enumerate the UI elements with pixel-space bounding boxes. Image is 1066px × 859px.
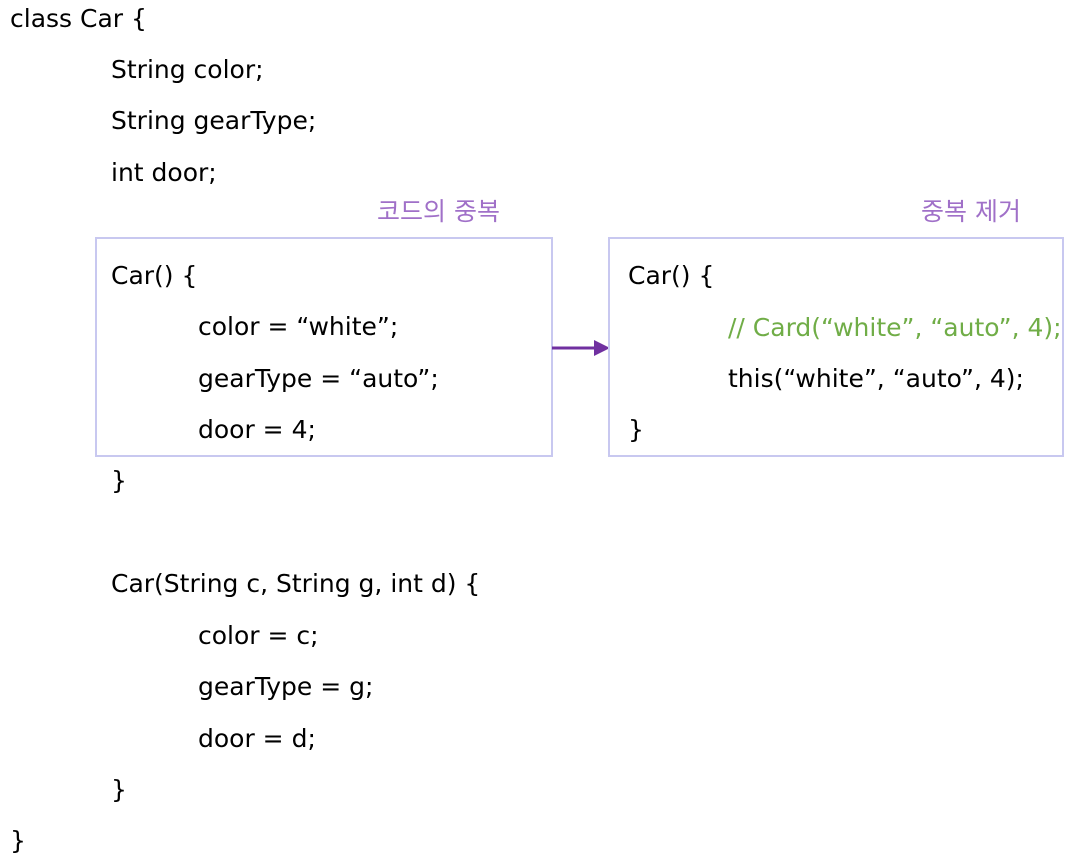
ctor1-door-assign: door = 4; <box>198 415 316 444</box>
ctor1-close: } <box>111 466 127 495</box>
refactored-open: Car() { <box>628 261 715 290</box>
field-door: int door; <box>111 158 217 187</box>
refactor-arrow-icon <box>552 340 610 356</box>
ctor2-close: } <box>111 775 127 804</box>
duplication-label: 코드의 중복 <box>377 197 500 226</box>
ctor2-open: Car(String c, String g, int d) { <box>111 569 481 598</box>
removal-label: 중복 제거 <box>921 197 1021 226</box>
ctor2-gear-assign: gearType = g; <box>198 672 374 701</box>
field-color: String color; <box>111 55 264 84</box>
ctor2-door-assign: door = d; <box>198 724 316 753</box>
removal-box <box>608 237 1064 457</box>
class-declaration: class Car { <box>10 4 147 33</box>
ctor2-color-assign: color = c; <box>198 621 319 650</box>
ctor1-gear-assign: gearType = “auto”; <box>198 364 439 393</box>
field-gear-type: String gearType; <box>111 106 317 135</box>
class-close: } <box>10 826 26 855</box>
ctor1-color-assign: color = “white”; <box>198 312 399 341</box>
refactored-close: } <box>628 415 644 444</box>
ctor1-open: Car() { <box>111 261 198 290</box>
refactored-this-call: this(“white”, “auto”, 4); <box>728 364 1024 393</box>
refactored-comment: // Card(“white”, “auto”, 4); <box>728 313 1062 342</box>
